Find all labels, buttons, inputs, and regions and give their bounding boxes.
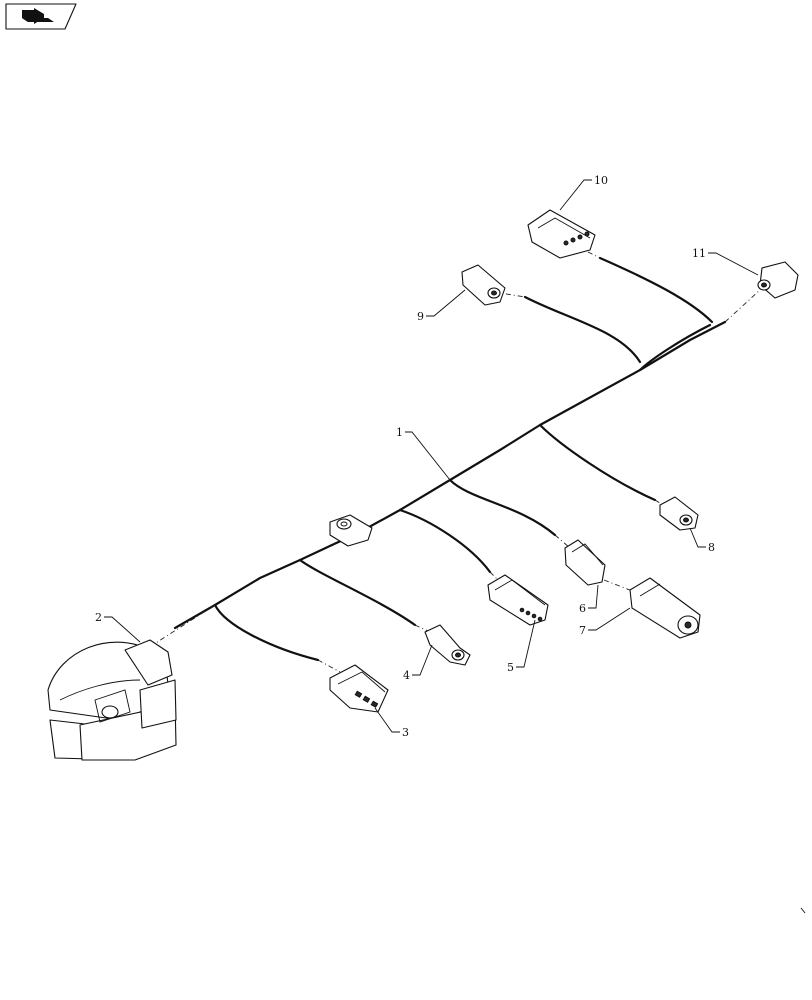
back-arrow-icon — [22, 8, 54, 24]
callout-9: 9 — [417, 310, 424, 323]
callout-8: 8 — [708, 541, 715, 554]
harness-clip — [329, 514, 373, 547]
connection-lines — [147, 251, 761, 673]
callout-5: 5 — [507, 661, 514, 674]
switch-assembly — [47, 639, 177, 761]
callout-labels: 1 2 3 4 5 6 7 8 9 10 11 — [95, 174, 715, 739]
back-button[interactable] — [5, 3, 77, 30]
connector-10 — [527, 209, 596, 259]
connector-5 — [487, 574, 549, 626]
callout-2: 2 — [95, 611, 102, 624]
connector-9 — [461, 264, 506, 306]
callout-10: 10 — [594, 174, 608, 187]
corner-mark — [800, 907, 806, 914]
leader-lines — [104, 179, 759, 733]
connector-11 — [757, 261, 799, 299]
callout-6: 6 — [579, 602, 586, 615]
callout-4: 4 — [403, 669, 410, 682]
callout-1: 1 — [396, 426, 403, 439]
connector-4 — [424, 624, 471, 666]
connector-3 — [329, 664, 389, 713]
callout-11: 11 — [692, 247, 706, 260]
harness-wires — [173, 256, 727, 662]
connector-7 — [629, 577, 701, 639]
callout-3: 3 — [402, 726, 409, 739]
connector-6 — [564, 539, 606, 586]
callout-7: 7 — [579, 624, 586, 637]
connector-8 — [659, 496, 699, 531]
